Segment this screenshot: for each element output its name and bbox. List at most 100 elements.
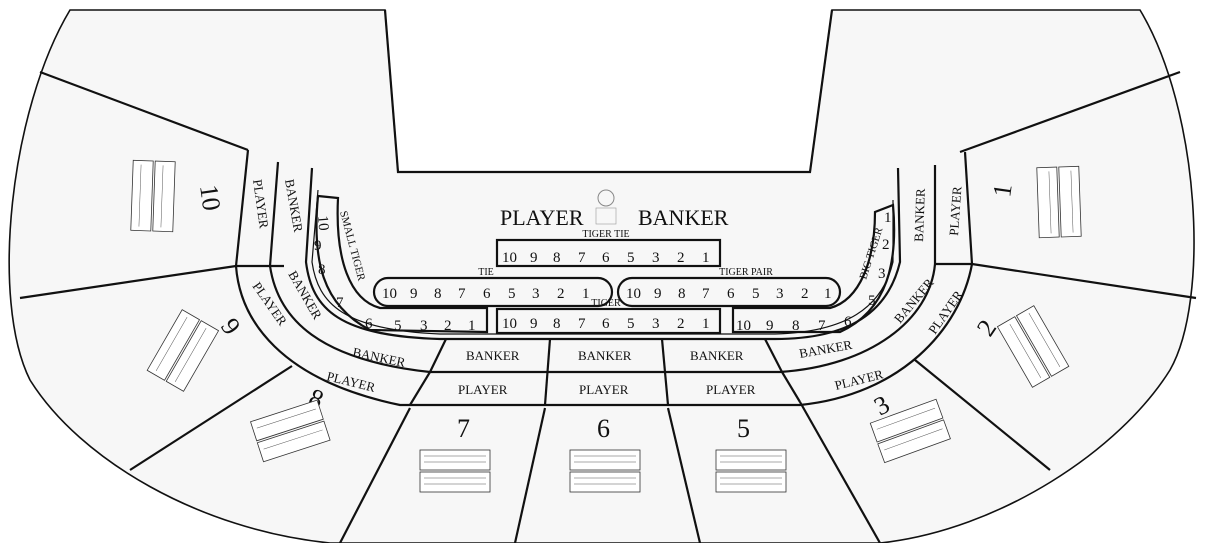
tiger-pair-label: TIGER PAIR — [719, 267, 773, 278]
tiger-logo — [595, 189, 617, 225]
svg-text:2: 2 — [882, 237, 890, 253]
svg-text:9: 9 — [766, 318, 774, 334]
tiger-tie-box — [495, 238, 722, 268]
svg-text:5: 5 — [627, 250, 635, 266]
svg-text:10: 10 — [314, 215, 331, 231]
svg-text:1: 1 — [582, 286, 590, 302]
svg-text:3: 3 — [878, 266, 886, 282]
svg-text:7: 7 — [578, 250, 586, 266]
paytable-card-seat-7 — [419, 449, 491, 493]
svg-text:10: 10 — [502, 250, 517, 266]
svg-text:1: 1 — [884, 210, 892, 226]
svg-text:3: 3 — [652, 316, 660, 332]
svg-text:2: 2 — [444, 318, 452, 334]
svg-text:5: 5 — [868, 293, 876, 309]
svg-text:6: 6 — [602, 250, 610, 266]
tiger-left-numbers: 6 5 3 2 1 — [365, 316, 476, 334]
tiger-right-numbers: 10 9 8 7 6 — [736, 314, 852, 334]
svg-text:10: 10 — [502, 316, 517, 332]
svg-text:PLAYER: PLAYER — [458, 382, 508, 397]
svg-text:8: 8 — [678, 286, 686, 302]
svg-text:2: 2 — [557, 286, 565, 302]
big-tiger-lane — [731, 203, 896, 334]
svg-text:1: 1 — [702, 250, 710, 266]
paytable-card-seat-1 — [1036, 165, 1082, 239]
small-tiger-numbers: 10 9 8 7 — [314, 215, 344, 311]
svg-text:6: 6 — [365, 316, 373, 332]
svg-text:7: 7 — [458, 286, 466, 302]
seat-number-6: 6 — [597, 414, 610, 443]
header-player-label: PLAYER — [500, 205, 584, 230]
svg-text:2: 2 — [677, 250, 685, 266]
svg-text:9: 9 — [410, 286, 418, 302]
svg-text:PLAYER: PLAYER — [706, 382, 756, 397]
svg-text:6: 6 — [602, 316, 610, 332]
svg-text:8: 8 — [434, 286, 442, 302]
svg-text:PLAYER: PLAYER — [946, 186, 964, 237]
seat-number-10: 10 — [194, 183, 226, 213]
banker-ring-inner2 — [311, 189, 894, 335]
tiger-numbers: 10 9 8 7 6 5 3 2 1 — [502, 316, 710, 332]
tiger-tie-numbers: 10 9 8 7 6 5 3 2 1 — [502, 250, 710, 266]
tiger-box — [495, 307, 722, 335]
paytable-card-seat-2 — [996, 305, 1070, 388]
svg-text:PLAYER: PLAYER — [250, 178, 272, 229]
svg-text:9: 9 — [530, 250, 538, 266]
svg-text:3: 3 — [532, 286, 540, 302]
svg-text:6: 6 — [727, 286, 735, 302]
svg-text:3: 3 — [652, 250, 660, 266]
player-ring-outer — [234, 149, 974, 407]
svg-text:5: 5 — [508, 286, 516, 302]
banker-ring-inner — [304, 167, 902, 341]
svg-text:5: 5 — [627, 316, 635, 332]
svg-text:2: 2 — [677, 316, 685, 332]
svg-text:1: 1 — [468, 318, 476, 334]
svg-text:BANKER: BANKER — [690, 348, 744, 363]
paytable-card-seat-10 — [130, 159, 176, 233]
dealer-cutout — [383, 9, 834, 174]
svg-text:9: 9 — [654, 286, 662, 302]
svg-text:3: 3 — [776, 286, 784, 302]
header-banker-label: BANKER — [638, 205, 729, 230]
tiger-pair-pill — [616, 276, 842, 308]
svg-text:1: 1 — [702, 316, 710, 332]
svg-text:10: 10 — [382, 286, 397, 302]
tiger-pair-numbers: 10 9 8 7 6 5 3 2 1 — [626, 286, 832, 302]
svg-text:5: 5 — [752, 286, 760, 302]
svg-text:7: 7 — [578, 316, 586, 332]
bet-cell-dividers — [236, 262, 972, 406]
seat-dividers — [19, 70, 1197, 543]
seat-number-5: 5 — [737, 414, 750, 443]
svg-text:8: 8 — [553, 250, 561, 266]
tiger-tie-label: TIGER TIE — [582, 229, 629, 240]
svg-text:BANKER: BANKER — [911, 188, 928, 242]
svg-text:8: 8 — [792, 318, 800, 334]
paytable-card-seat-3 — [869, 398, 951, 464]
tie-label: TIE — [478, 267, 494, 278]
paytable-card-seat-6 — [569, 449, 641, 493]
small-tiger-lane — [315, 194, 489, 334]
paytable-card-seat-5 — [715, 449, 787, 493]
svg-text:3: 3 — [420, 318, 428, 334]
svg-text:BANKER: BANKER — [578, 348, 632, 363]
svg-text:10: 10 — [626, 286, 641, 302]
svg-text:10: 10 — [736, 318, 751, 334]
svg-text:9: 9 — [530, 316, 538, 332]
svg-text:8: 8 — [553, 316, 561, 332]
svg-text:9: 9 — [314, 238, 322, 254]
seat-number-1: 1 — [987, 182, 1018, 199]
svg-text:BANKER: BANKER — [466, 348, 520, 363]
seat-number-7: 7 — [457, 414, 470, 443]
paytable-card-seat-8 — [250, 399, 331, 463]
svg-text:6: 6 — [483, 286, 491, 302]
svg-text:PLAYER: PLAYER — [579, 382, 629, 397]
svg-text:7: 7 — [818, 318, 826, 334]
tie-pill — [372, 276, 614, 308]
paytable-card-seat-9 — [146, 309, 220, 392]
svg-text:2: 2 — [801, 286, 809, 302]
svg-text:1: 1 — [824, 286, 832, 302]
svg-text:7: 7 — [702, 286, 710, 302]
big-tiger-numbers: 1 2 3 5 — [868, 210, 892, 309]
